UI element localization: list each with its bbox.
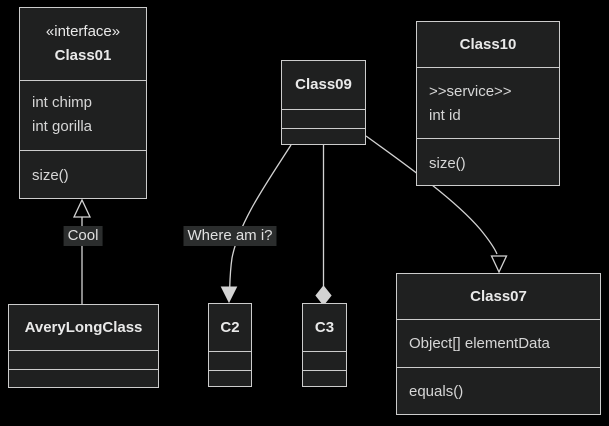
methods-compartment: size() bbox=[417, 139, 559, 185]
class-node-c3: C3 bbox=[302, 303, 347, 387]
class-name: Class09 bbox=[295, 76, 352, 93]
class-node-class09: Class09 bbox=[281, 60, 366, 145]
class-node-averylongclass: AveryLongClass bbox=[8, 304, 159, 388]
methods-compartment: size() bbox=[20, 151, 146, 198]
methods-compartment bbox=[282, 129, 365, 144]
attribute: >>service>> bbox=[429, 83, 512, 100]
attributes-compartment bbox=[303, 352, 346, 371]
class-node-class07: Class07 Object[] elementData equals() bbox=[396, 273, 601, 415]
edge-label-cool: Cool bbox=[63, 226, 103, 246]
class-name: C3 bbox=[314, 318, 335, 336]
methods-compartment bbox=[209, 371, 251, 386]
attributes-compartment: >>service>> int id bbox=[417, 68, 559, 139]
composition-edge-class09-c3 bbox=[315, 145, 332, 306]
method: equals() bbox=[409, 383, 464, 400]
attributes-compartment: int chimp int gorilla bbox=[20, 81, 146, 151]
class-title: Class09 bbox=[282, 61, 365, 110]
methods-compartment bbox=[9, 370, 158, 387]
hollow-triangle-arrowhead bbox=[72, 198, 92, 218]
class-title: AveryLongClass bbox=[9, 305, 158, 351]
solid-arrowhead bbox=[220, 286, 238, 304]
class-title: Class10 bbox=[417, 22, 559, 68]
attribute: int gorilla bbox=[32, 118, 93, 135]
attributes-compartment: Object[] elementData bbox=[397, 320, 600, 368]
inheritance-edge-class09-class07 bbox=[365, 135, 508, 274]
class-title: Class07 bbox=[397, 274, 600, 320]
hollow-triangle-arrowhead bbox=[490, 255, 508, 274]
class-node-class01: «interface» Class01 int chimp int gorill… bbox=[19, 7, 147, 199]
class-node-c2: C2 bbox=[208, 303, 252, 387]
class-name: Class10 bbox=[459, 35, 517, 53]
attributes-compartment bbox=[209, 352, 251, 371]
attributes-compartment bbox=[282, 110, 365, 129]
class-title: C2 bbox=[209, 304, 251, 352]
inheritance-edge-averylongclass-class01 bbox=[72, 198, 92, 304]
class-node-class10: Class10 >>service>> int id size() bbox=[416, 21, 560, 186]
association-edge-class09-c2 bbox=[220, 144, 292, 304]
attribute: int id bbox=[429, 107, 461, 124]
method: size() bbox=[429, 155, 466, 172]
class-name: Class07 bbox=[470, 287, 527, 305]
class-name: AveryLongClass bbox=[24, 318, 143, 336]
methods-compartment bbox=[303, 371, 346, 386]
class-title: «interface» Class01 bbox=[20, 8, 146, 81]
attribute: int chimp bbox=[32, 94, 93, 111]
attribute: Object[] elementData bbox=[409, 335, 550, 352]
class-title: C3 bbox=[303, 304, 346, 352]
edge-label-where-am-i: Where am i? bbox=[183, 226, 277, 246]
class-name: Class01 bbox=[54, 47, 112, 64]
class-stereotype: «interface» bbox=[45, 23, 121, 40]
methods-compartment: equals() bbox=[397, 368, 600, 414]
attributes-compartment bbox=[9, 351, 158, 370]
method: size() bbox=[32, 167, 69, 184]
class-name: C2 bbox=[220, 318, 240, 336]
